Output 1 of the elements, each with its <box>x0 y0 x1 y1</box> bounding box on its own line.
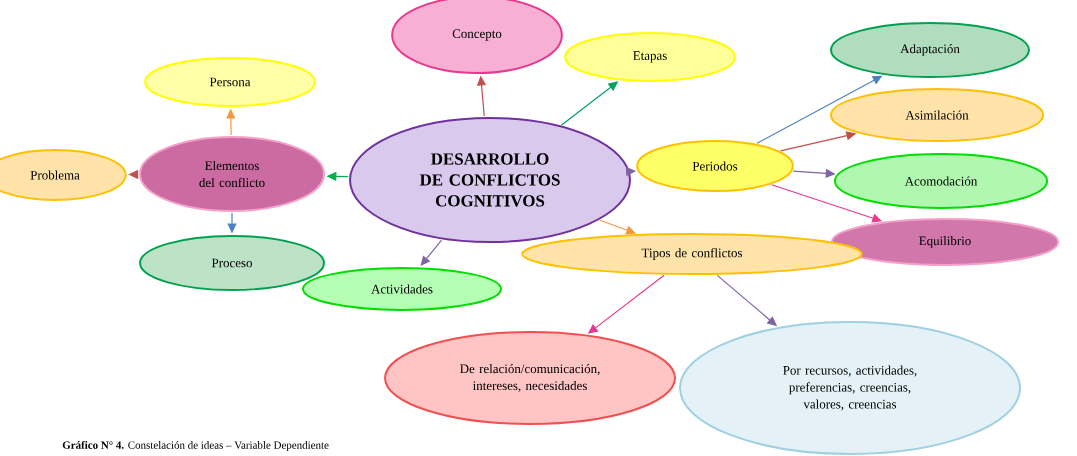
caption: Gráfico N° 4. Constelación de ideas – Variable Dependiente <box>62 440 329 451</box>
